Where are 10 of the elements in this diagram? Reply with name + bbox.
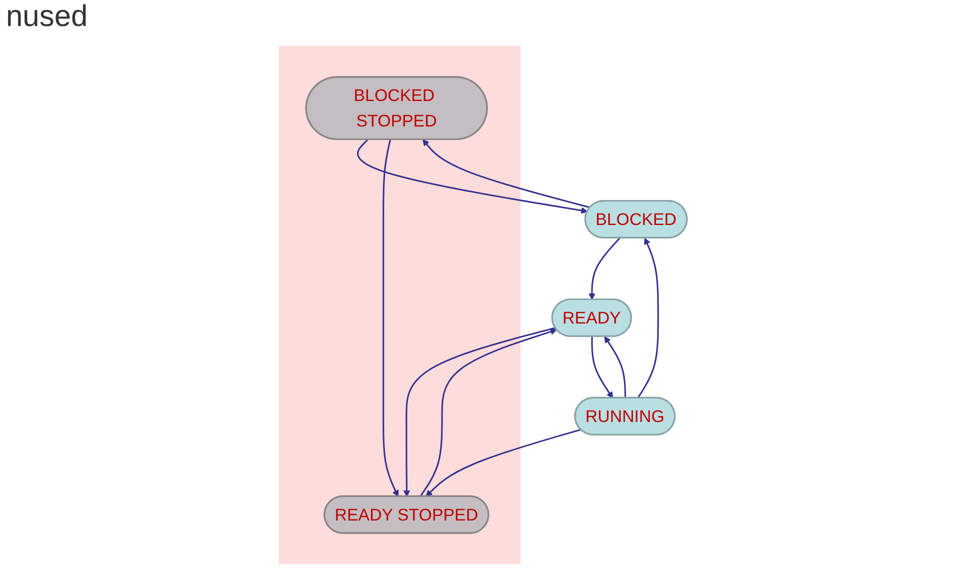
note-text: nused — [6, 0, 88, 34]
arrow — [383, 139, 400, 497]
arrow — [592, 336, 614, 398]
cluster — [279, 46, 521, 564]
arrow — [589, 238, 621, 300]
arrow — [638, 238, 660, 398]
arrow — [426, 428, 582, 497]
arrow — [358, 139, 588, 214]
arrow — [604, 336, 627, 398]
arrow — [423, 139, 591, 208]
